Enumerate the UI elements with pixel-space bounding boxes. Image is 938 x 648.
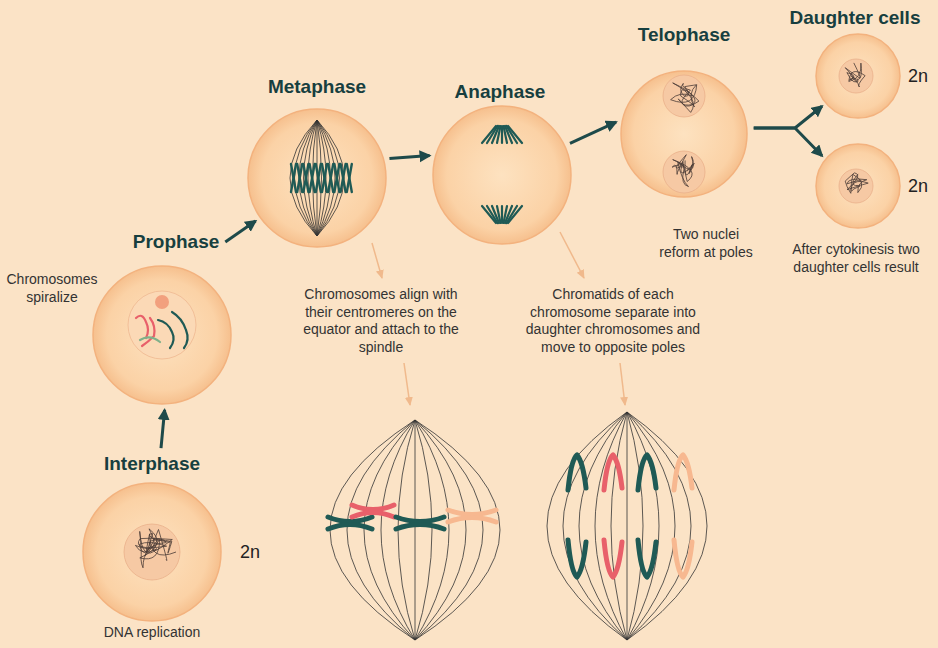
chromosome xyxy=(136,316,148,338)
spindle-fiber xyxy=(627,412,707,640)
daughter-cells-label: Daughter cells xyxy=(790,6,921,30)
spindle-fiber xyxy=(579,412,627,640)
chromosome xyxy=(172,312,188,348)
prophase-chromosomes xyxy=(136,312,188,348)
phase-label: Prophase xyxy=(133,230,220,254)
phase-label: Anaphase xyxy=(455,80,546,104)
cell-outline xyxy=(247,108,387,248)
cell-outline xyxy=(815,33,901,119)
cell-outline xyxy=(620,70,748,198)
cell-outline xyxy=(815,143,901,229)
chromosome xyxy=(328,517,372,529)
nucleus xyxy=(839,169,873,203)
cell-membrane xyxy=(83,483,221,621)
chromosome xyxy=(501,206,503,223)
cell-membrane xyxy=(248,109,386,247)
chromosome xyxy=(158,320,174,348)
phase-label: Telophase xyxy=(638,23,731,47)
cell-membrane xyxy=(816,34,900,118)
nucleus xyxy=(663,151,705,193)
spindle-fiber xyxy=(627,412,628,640)
anaphase-description: Chromatids of each chromosome separate i… xyxy=(516,286,711,356)
nucleus xyxy=(839,59,873,93)
phase-arrow xyxy=(754,106,822,128)
spindle-fiber xyxy=(627,412,659,640)
nuclear-envelope xyxy=(128,291,196,359)
spindle-fiber xyxy=(611,412,627,640)
chromosome xyxy=(142,318,155,346)
chromatin xyxy=(671,83,699,113)
phase-arrow xyxy=(161,410,165,448)
phase-note: DNA replication xyxy=(104,624,201,642)
chromatin xyxy=(135,529,176,568)
metaphase-chromosomes xyxy=(328,505,496,529)
anaphase-cell: Anaphase xyxy=(432,105,572,245)
cell-outline xyxy=(432,105,572,245)
nucleus xyxy=(124,524,180,580)
metaphase-cell: Metaphase xyxy=(247,108,387,248)
chromatin xyxy=(672,155,694,187)
chromosome xyxy=(501,126,503,143)
phase-arrow xyxy=(225,221,255,242)
phase-note: Chromosomes spiralize xyxy=(2,271,102,306)
chromosome xyxy=(396,517,444,529)
ploidy-label: 2n xyxy=(240,541,260,564)
chromosome xyxy=(140,337,160,342)
cell-outline xyxy=(92,265,232,405)
spindle-fiber xyxy=(415,420,416,640)
ploidy-label: 2n xyxy=(908,175,928,198)
cell-membrane xyxy=(816,144,900,228)
cell-membrane xyxy=(621,71,747,197)
phase-label: Metaphase xyxy=(268,75,366,99)
chromatin xyxy=(845,63,865,87)
phase-arrow xyxy=(570,122,616,143)
chromatin xyxy=(845,173,868,193)
spindle-fiber xyxy=(547,412,627,640)
ploidy-label: 2n xyxy=(908,65,928,88)
spindle-fiber xyxy=(563,412,627,640)
daughter-chromosomes xyxy=(568,455,692,577)
spindle-fiber xyxy=(415,420,483,640)
cell-membrane xyxy=(93,266,231,404)
spindle-fiber xyxy=(415,420,500,640)
phase-arrow xyxy=(754,128,822,156)
chromatin xyxy=(135,63,868,568)
nucleolus xyxy=(155,295,169,309)
phase-note: Two nuclei reform at poles xyxy=(651,226,761,261)
spindle-fiber xyxy=(627,412,643,640)
cytokinesis-note: After cytokinesis two daughter cells res… xyxy=(778,241,934,276)
interphase-cell: Interphase2nDNA replication xyxy=(82,482,222,622)
prophase-cell: ProphaseChromosomes spiralize xyxy=(92,265,232,405)
phase-arrow xyxy=(389,156,429,159)
cell-outline xyxy=(82,482,222,622)
daughter-cell: 2n xyxy=(815,33,901,119)
daughter-cell: 2n xyxy=(815,143,901,229)
spindle-fiber xyxy=(595,412,627,640)
nucleus xyxy=(663,75,705,117)
spindle-fiber xyxy=(347,420,415,640)
chromosome xyxy=(352,505,394,517)
spindle-fiber xyxy=(415,420,432,640)
telophase-cell: TelophaseTwo nuclei reform at poles xyxy=(620,70,748,198)
chromosome xyxy=(448,510,496,522)
nucleus xyxy=(124,59,873,580)
cell-membrane xyxy=(433,106,571,244)
spindle-fiber xyxy=(627,412,691,640)
phase-label: Interphase xyxy=(104,452,200,476)
metaphase-description: Chromosomes align with their centromeres… xyxy=(301,286,461,356)
